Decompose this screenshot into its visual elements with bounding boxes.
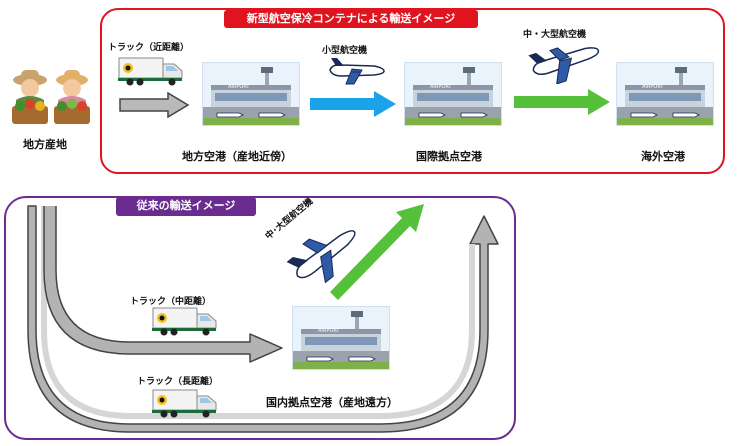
truck-icon (118, 56, 184, 86)
airport-sign: AIRPORT (228, 84, 250, 90)
airport-icon (292, 306, 390, 370)
truck-icon (152, 388, 218, 418)
airplane-icon (326, 56, 386, 86)
airport-sign: AIRPORT (318, 328, 340, 334)
airport-domestic-label: 国内拠点空港（産地遠方） (266, 396, 398, 409)
small-plane-label: 小型航空機 (322, 46, 368, 56)
large-plane-route-arrow (512, 88, 612, 116)
new-transport-title: 新型航空保冷コンテナによる輸送イメージ (224, 10, 478, 28)
farmer-icon (4, 66, 100, 132)
small-plane-route-arrow (308, 90, 398, 118)
airport-icon (616, 62, 714, 126)
truck-mid-label: トラック（中距離） (130, 297, 212, 307)
truck-long-label: トラック（長距離） (137, 377, 219, 387)
airport-icon (404, 62, 502, 126)
large-plane-label: 中・大型航空機 (523, 30, 587, 40)
airplane-icon (286, 218, 366, 290)
truck-icon (152, 306, 218, 336)
airplane-icon (528, 38, 604, 84)
conventional-transport-title: 従来の輸送イメージ (116, 197, 256, 216)
airport-sign: AIRPORT (642, 84, 664, 90)
airport-icon (202, 62, 300, 126)
truck-route-arrow (118, 92, 190, 118)
new-transport-panel (100, 8, 725, 174)
conventional-transport-panel (4, 196, 516, 440)
producer-label: 地方産地 (23, 138, 67, 151)
airport-sign: AIRPORT (430, 84, 452, 90)
truck-near-label: トラック（近距離） (108, 43, 190, 53)
airport-hub-label: 国際拠点空港 (416, 150, 482, 163)
airport-overseas-label: 海外空港 (641, 150, 685, 163)
airport-regional-label: 地方空港（産地近傍） (182, 150, 292, 163)
